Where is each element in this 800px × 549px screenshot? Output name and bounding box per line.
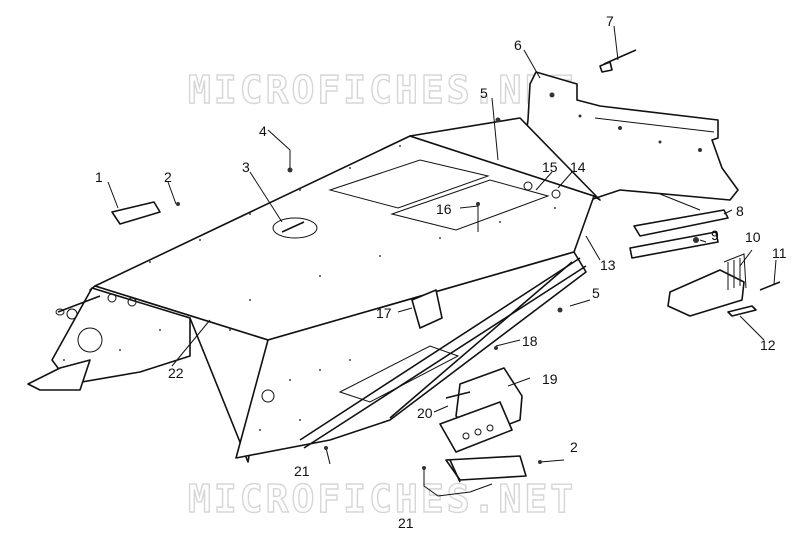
callout-22: 22 bbox=[168, 365, 184, 381]
callout-10: 10 bbox=[745, 229, 761, 245]
callout-11: 11 bbox=[772, 245, 787, 261]
watermark-bottom: MICROFICHES.NET bbox=[188, 477, 576, 521]
callout-labels: 1 2 3 4 5 6 7 8 9 10 11 12 13 14 15 16 1… bbox=[95, 13, 787, 531]
callout-8: 8 bbox=[736, 203, 744, 219]
callout-1: 1 bbox=[95, 169, 103, 185]
fasteners bbox=[176, 117, 699, 470]
callout-20: 20 bbox=[417, 405, 433, 421]
callout-7: 7 bbox=[606, 13, 614, 29]
callout-13: 13 bbox=[600, 257, 616, 273]
callout-4: 4 bbox=[259, 123, 267, 139]
tunnel-assembly bbox=[27, 117, 601, 463]
callout-6: 6 bbox=[514, 37, 522, 53]
callout-2: 2 bbox=[164, 169, 172, 185]
callout-16: 16 bbox=[436, 201, 452, 217]
watermark-top: MICROFICHES.NET bbox=[188, 68, 576, 112]
callout-12: 12 bbox=[760, 337, 776, 353]
callout-19: 19 bbox=[542, 371, 558, 387]
pin-part-20 bbox=[445, 391, 471, 399]
bracket-part-8 bbox=[629, 193, 729, 259]
pad-part-1 bbox=[111, 201, 161, 225]
callout-9: 9 bbox=[711, 227, 719, 243]
strip-part-12 bbox=[727, 305, 757, 317]
clip-part-10 bbox=[667, 253, 747, 317]
callout-17: 17 bbox=[376, 305, 392, 321]
bracket-part-19 bbox=[439, 367, 527, 483]
callout-15: 15 bbox=[542, 159, 558, 175]
callout-3: 3 bbox=[242, 159, 250, 175]
callout-5-lower: 5 bbox=[592, 285, 600, 301]
callout-2-lower: 2 bbox=[570, 439, 578, 455]
callout-21-bottom: 21 bbox=[398, 515, 414, 531]
callout-18: 18 bbox=[522, 333, 538, 349]
callout-5: 5 bbox=[480, 85, 488, 101]
bolt-part-11 bbox=[759, 281, 781, 291]
callout-21-top: 21 bbox=[294, 463, 310, 479]
callout-14: 14 bbox=[570, 159, 586, 175]
